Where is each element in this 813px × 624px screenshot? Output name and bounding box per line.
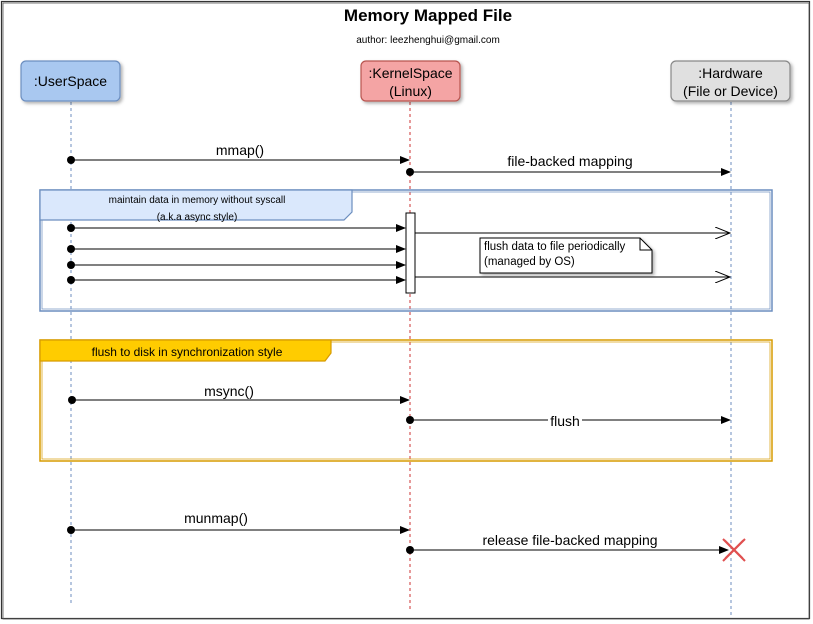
participant-kernelspace-label: :KernelSpace [368, 65, 452, 81]
activation-bar [405, 212, 416, 294]
message-flush: flush [406, 413, 731, 429]
note-line2: (managed by OS) [484, 256, 575, 268]
message-munmap: munmap() [67, 510, 410, 534]
message-msync: msync() [68, 383, 410, 404]
author-label: author: leezhenghui@gmail.com [356, 35, 500, 46]
async-flush-arrows [415, 233, 730, 277]
participant-hardware-sublabel: (File or Device) [683, 83, 778, 99]
message-munmap-label: munmap() [184, 510, 248, 526]
participant-hardware: :Hardware (File or Device) [670, 60, 791, 102]
message-release-mapping: release file-backed mapping [406, 532, 729, 554]
participant-kernelspace-sublabel: (Linux) [389, 83, 432, 99]
fragment-sync: flush to disk in synchronization style [39, 339, 773, 462]
participant-userspace: :UserSpace [20, 60, 121, 102]
participant-userspace-label: :UserSpace [34, 73, 107, 89]
message-file-backed-mapping-label: file-backed mapping [507, 153, 632, 169]
message-release-mapping-label: release file-backed mapping [482, 532, 657, 548]
diagram-title: Memory Mapped File [344, 6, 512, 25]
participant-hardware-label: :Hardware [698, 65, 763, 81]
message-file-backed-mapping: file-backed mapping [406, 153, 731, 176]
message-mmap: mmap() [67, 142, 410, 164]
async-calls [67, 224, 406, 284]
note-flush-periodically: flush data to file periodically (managed… [479, 237, 653, 274]
message-mmap-label: mmap() [216, 142, 264, 158]
fragment-async-label-line2: (a.k.a async style) [157, 212, 238, 223]
participant-kernelspace: :KernelSpace (Linux) [360, 60, 461, 102]
message-msync-label: msync() [204, 383, 254, 399]
fragment-async-label-line1: maintain data in memory without syscall [109, 195, 286, 206]
note-line1: flush data to file periodically [484, 241, 626, 253]
message-flush-label: flush [550, 413, 580, 429]
fragment-async: maintain data in memory without syscall … [39, 189, 773, 312]
destroy-marker-icon [722, 538, 746, 562]
fragment-sync-label: flush to disk in synchronization style [92, 345, 283, 359]
